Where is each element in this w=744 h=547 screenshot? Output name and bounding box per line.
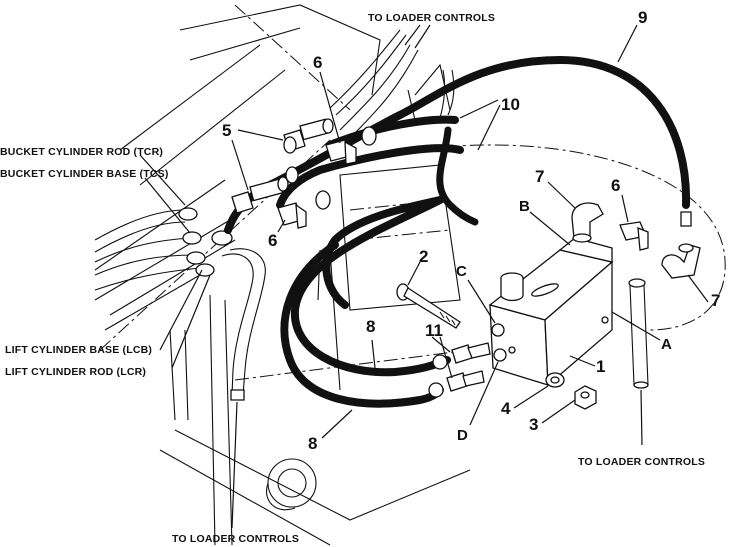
cylinder-hose-stubs bbox=[94, 207, 233, 291]
callout-11: 11 bbox=[425, 321, 443, 340]
port-label-a: A bbox=[661, 336, 672, 353]
leader-lines bbox=[139, 24, 709, 529]
text-labels: TO LOADER CONTROLS BUCKET CYLINDER ROD (… bbox=[0, 12, 705, 545]
callout-4: 4 bbox=[501, 399, 511, 418]
hardware bbox=[396, 283, 597, 410]
callout-numbers: 9 10 6 5 6 2 7 6 7 1 11 4 3 8 8 bbox=[222, 8, 720, 453]
callout-10: 10 bbox=[501, 95, 520, 114]
port-letters: B C A D bbox=[456, 198, 672, 444]
hose-8-lower bbox=[280, 241, 444, 408]
upper-hose-bundle bbox=[329, 29, 419, 139]
callout-6-top: 6 bbox=[313, 53, 322, 72]
fitting-6-left bbox=[277, 202, 307, 229]
fitting-6-upper bbox=[325, 139, 357, 165]
hose-center-loop bbox=[322, 196, 444, 309]
label-to-loader-controls-right: TO LOADER CONTROLS bbox=[578, 456, 705, 468]
callout-1: 1 bbox=[596, 357, 605, 376]
callout-8-upper: 8 bbox=[366, 317, 375, 336]
callout-3: 3 bbox=[529, 415, 538, 434]
nut-3 bbox=[574, 385, 597, 410]
callout-5: 5 bbox=[222, 121, 231, 140]
label-to-loader-controls-bottom: TO LOADER CONTROLS bbox=[172, 533, 299, 545]
port-c bbox=[491, 323, 505, 337]
fitting-6-right bbox=[619, 221, 649, 251]
label-bucket-cylinder-rod: BUCKET CYLINDER ROD (TCR) bbox=[0, 146, 163, 158]
control-valve bbox=[488, 237, 614, 387]
loader-frame-structure bbox=[94, 4, 726, 546]
fittings bbox=[231, 118, 377, 229]
label-bucket-cylinder-base: BUCKET CYLINDER BASE (TCS) bbox=[0, 168, 169, 180]
callout-9: 9 bbox=[638, 8, 647, 27]
elbow-7-right bbox=[661, 211, 701, 279]
port-label-b: B bbox=[519, 198, 530, 215]
fittings-11 bbox=[428, 342, 491, 398]
elbow-7-top bbox=[571, 202, 604, 243]
hose-10-lower bbox=[276, 144, 464, 209]
port-label-c: C bbox=[456, 263, 467, 280]
callout-7-right: 7 bbox=[711, 291, 720, 310]
fitting-5-lower bbox=[231, 176, 289, 214]
callout-6-right: 6 bbox=[611, 176, 620, 195]
callout-6-left: 6 bbox=[268, 231, 277, 250]
label-lift-cylinder-rod: LIFT CYLINDER ROD (LCR) bbox=[5, 366, 146, 378]
valve-right-face bbox=[544, 260, 613, 387]
callout-2: 2 bbox=[419, 247, 428, 266]
callout-8-lower: 8 bbox=[308, 434, 317, 453]
elbow-fittings bbox=[571, 202, 701, 389]
hose-10-upper bbox=[326, 115, 459, 149]
wheel-hub bbox=[267, 458, 317, 508]
port-label-d: D bbox=[457, 427, 468, 444]
hose-8-upper bbox=[290, 196, 451, 377]
callout-7-top: 7 bbox=[535, 167, 544, 186]
port-d bbox=[493, 348, 507, 362]
label-to-loader-controls-top: TO LOADER CONTROLS bbox=[368, 12, 495, 24]
label-lift-cylinder-base: LIFT CYLINDER BASE (LCB) bbox=[5, 344, 152, 356]
washer-4 bbox=[545, 372, 565, 388]
